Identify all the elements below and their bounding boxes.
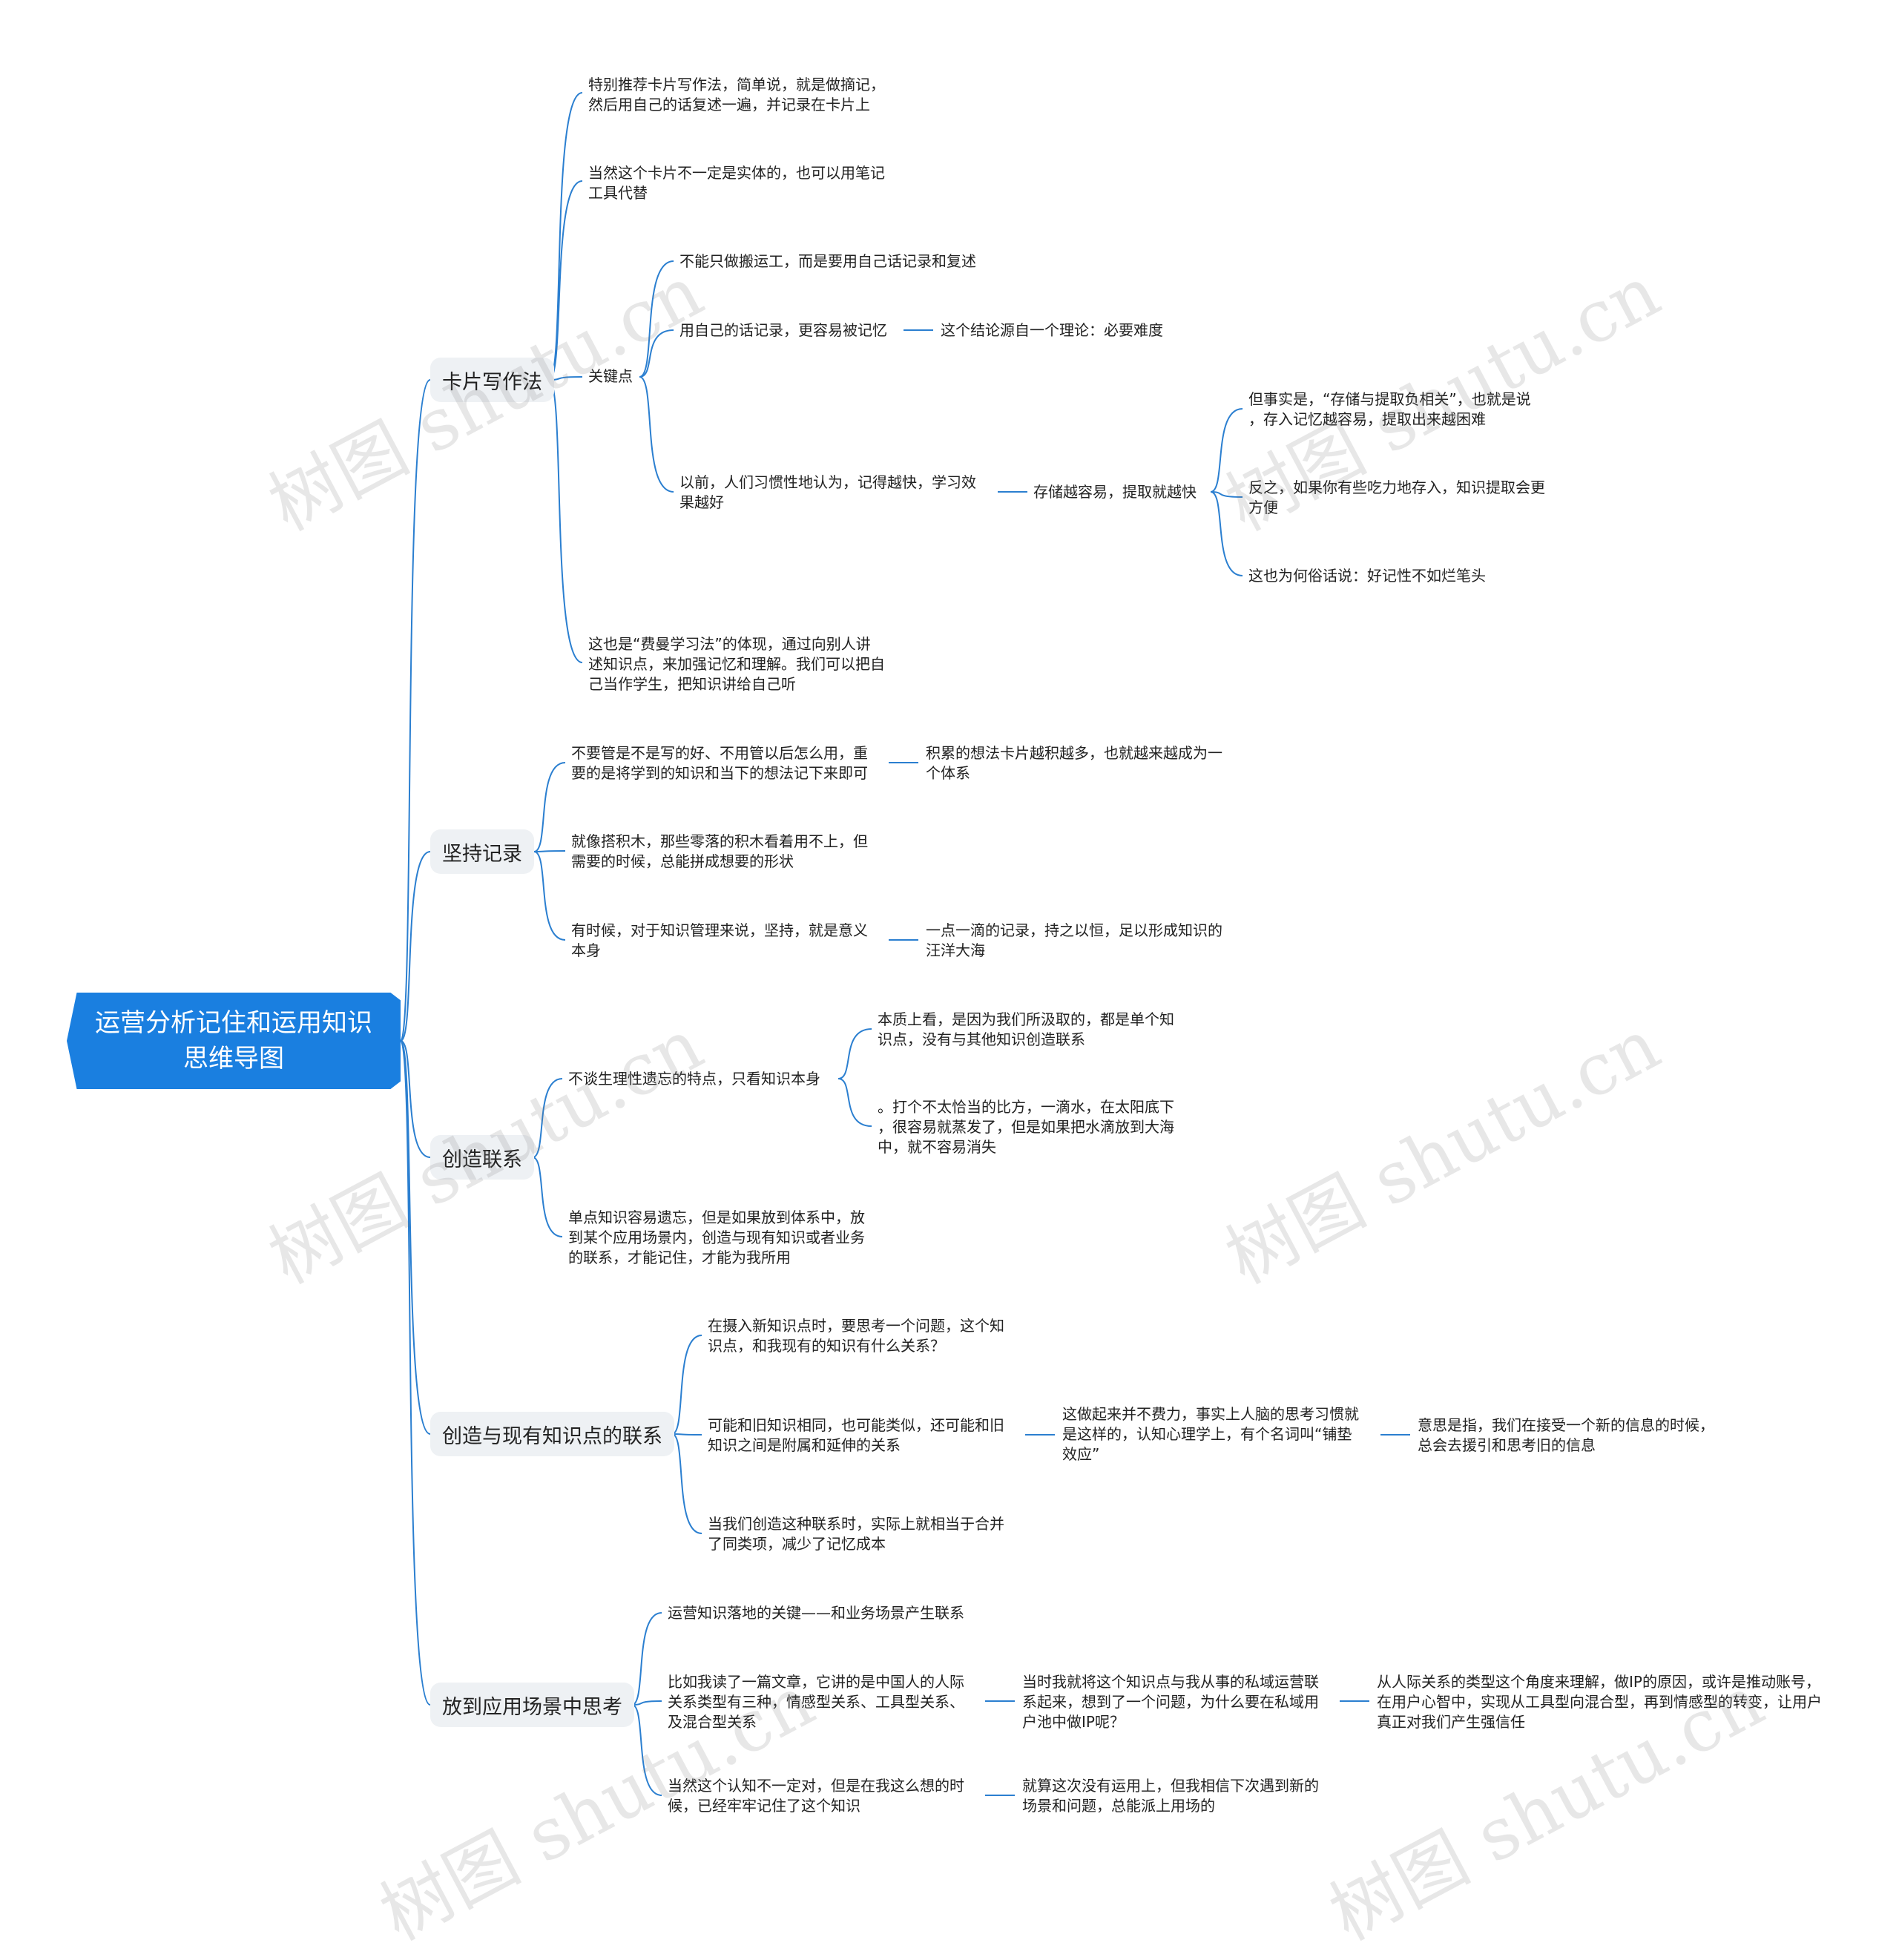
connector-b3-1-1 [837, 1028, 872, 1079]
node-b1-4[interactable]: 这也是“费曼学习法”的体现，通过向别人讲 述知识点，来加强记忆和理解。我们可以把… [588, 635, 885, 693]
connector-b4-1 [671, 1335, 702, 1435]
connector-root-branch-3 [400, 1040, 431, 1158]
root-node[interactable]: 运营分析记住和运用知识 思维导图 [67, 993, 401, 1089]
node-b4-2[interactable]: 可能和旧知识相同，也可能类似，还可能和旧 知识之间是附属和延伸的关系 [708, 1416, 1004, 1454]
connector-b3-2 [532, 1157, 563, 1237]
node-b1-3-3-1-1[interactable]: 但事实是，“存储与提取负相关”，也就是说 ，存入记忆越容易，提取出来越困难 [1248, 390, 1531, 428]
connector-root-branch-2 [400, 851, 431, 1042]
node-b5-1[interactable]: 运营知识落地的关键——和业务场景产生联系 [668, 1604, 964, 1622]
connector-b1-3-3-1-1 [1210, 408, 1243, 493]
branch-keep-recording[interactable]: 坚持记录 [430, 829, 534, 874]
branch-card-writing[interactable]: 卡片写作法 [430, 358, 554, 402]
node-b1-3-1[interactable]: 不能只做搬运工，而是要用自己话记录和复述 [679, 252, 976, 270]
branch-apply-scenarios[interactable]: 放到应用场景中思考 [430, 1683, 634, 1727]
connector-b1-3-1 [639, 260, 674, 378]
node-b2-2[interactable]: 就像搭积木，那些零落的积木看着用不上，但 需要的时候，总能拼成想要的形状 [571, 832, 868, 870]
node-b1-3-3-1-3[interactable]: 这也为何俗话说：好记性不如烂笔头 [1248, 567, 1486, 585]
connector-b2-1 [533, 762, 566, 852]
node-b1-3-2[interactable]: 用自己的话记录，更容易被记忆 [679, 321, 887, 339]
connector-b1-3-2 [639, 329, 674, 378]
node-b3-1[interactable]: 不谈生理性遗忘的特点，只看知识本身 [568, 1070, 820, 1088]
node-b3-1-2[interactable]: 。打个不太恰当的比方，一滴水，在太阳底下 ，很容易就蒸发了，但是如果把水滴放到大… [878, 1098, 1174, 1156]
connector-b4-3 [671, 1433, 702, 1534]
connector-b1-2 [548, 180, 583, 381]
node-b2-1[interactable]: 不要管是不是写的好、不用管以后怎么用，重 要的是将学到的知识和当下的想法记下来即… [571, 744, 868, 782]
node-b1-3[interactable]: 关键点 [588, 367, 633, 385]
node-b3-1-1[interactable]: 本质上看，是因为我们所汲取的，都是单个知 识点，没有与其他知识创造联系 [878, 1010, 1174, 1048]
connector-b3-1-2 [837, 1078, 872, 1127]
connector-b5-2 [631, 1700, 662, 1706]
connector-b1-3-3-1-2 [1210, 491, 1243, 498]
connector-b4-2 [671, 1433, 702, 1436]
connector-b5-1 [631, 1612, 662, 1706]
node-b1-3-3[interactable]: 以前，人们习惯性地认为，记得越快，学习效 果越好 [679, 473, 976, 511]
node-b1-3-3-1[interactable]: 存储越容易，提取就越快 [1033, 483, 1197, 501]
connector-b2-3 [533, 851, 566, 941]
node-b1-3-3-1-2[interactable]: 反之，如果你有些吃力地存入，知识提取会更 方便 [1248, 479, 1545, 516]
connector-b1-3-3-1-3 [1210, 491, 1243, 576]
connector-b1-1 [548, 92, 583, 381]
connector-b1-4 [548, 379, 583, 663]
node-b5-3-1[interactable]: 就算这次没有运用上，但我相信下次遇到新的 场景和问题，总能派上用场的 [1022, 1777, 1319, 1815]
node-b5-3[interactable]: 当然这个认知不一定对，但是在我这么想的时 候，已经牢牢记住了这个知识 [668, 1777, 964, 1815]
node-b4-3[interactable]: 当我们创造这种联系时，实际上就相当于合并 了同类项，减少了记忆成本 [708, 1515, 1004, 1553]
connector-b2-2 [533, 850, 566, 852]
node-b4-2-1-1[interactable]: 意思是指，我们在接受一个新的信息的时候， 总会去援引和思考旧的信息 [1418, 1416, 1714, 1454]
node-b3-2[interactable]: 单点知识容易遗忘，但是如果放到体系中，放 到某个应用场景内，创造与现有知识或者业… [568, 1208, 865, 1266]
connector-lines [400, 92, 1410, 1796]
node-b5-2-1-1[interactable]: 从人际关系的类型这个角度来理解，做IP的原因，或许是推动账号， 在用户心智中，实… [1377, 1673, 1822, 1731]
node-b1-3-2-1[interactable]: 这个结论源自一个理论：必要难度 [941, 321, 1163, 339]
node-b5-2-1[interactable]: 当时我就将这个知识点与我从事的私域运营联 系起来，想到了一个问题，为什么要在私域… [1022, 1673, 1319, 1731]
node-b2-1-1[interactable]: 积累的想法卡片越积越多，也就越来越成为一 个体系 [926, 744, 1222, 782]
node-b2-3-1[interactable]: 一点一滴的记录，持之以恒，足以形成知识的 汪洋大海 [926, 921, 1222, 959]
connector-root-branch-5 [400, 1040, 431, 1706]
node-b1-2[interactable]: 当然这个卡片不一定是实体的，也可以用笔记 工具代替 [588, 164, 885, 202]
node-b5-2[interactable]: 比如我读了一篇文章，它讲的是中国人的人际 关系类型有三种，情感型关系、工具型关系… [668, 1673, 964, 1731]
connector-b5-3 [631, 1704, 662, 1796]
branch-connect-existing-knowledge[interactable]: 创造与现有知识点的联系 [430, 1412, 674, 1456]
node-b4-1[interactable]: 在摄入新知识点时，要思考一个问题，这个知 识点，和我现有的知识有什么关系？ [708, 1317, 1004, 1355]
branch-create-connections[interactable]: 创造联系 [430, 1135, 534, 1180]
connector-b1-3-3 [639, 376, 674, 493]
node-b4-2-1[interactable]: 这做起来并不费力，事实上人脑的思考习惯就 是这样的，认知心理学上，有个名词叫“铺… [1062, 1405, 1359, 1463]
node-b2-3[interactable]: 有时候，对于知识管理来说，坚持，就是意义 本身 [571, 921, 868, 959]
connector-root-branch-1 [400, 379, 431, 1042]
node-b1-1[interactable]: 特别推荐卡片写作法，简单说，就是做摘记， 然后用自己的话复述一遍，并记录在卡片上 [588, 76, 885, 114]
connector-b3-1 [532, 1078, 563, 1158]
mindmap-canvas: 运营分析记住和运用知识 思维导图 卡片写作法 坚持记录 创造联系 创造与现有知识… [67, 76, 1822, 1956]
connector-root-branch-4 [400, 1040, 431, 1435]
